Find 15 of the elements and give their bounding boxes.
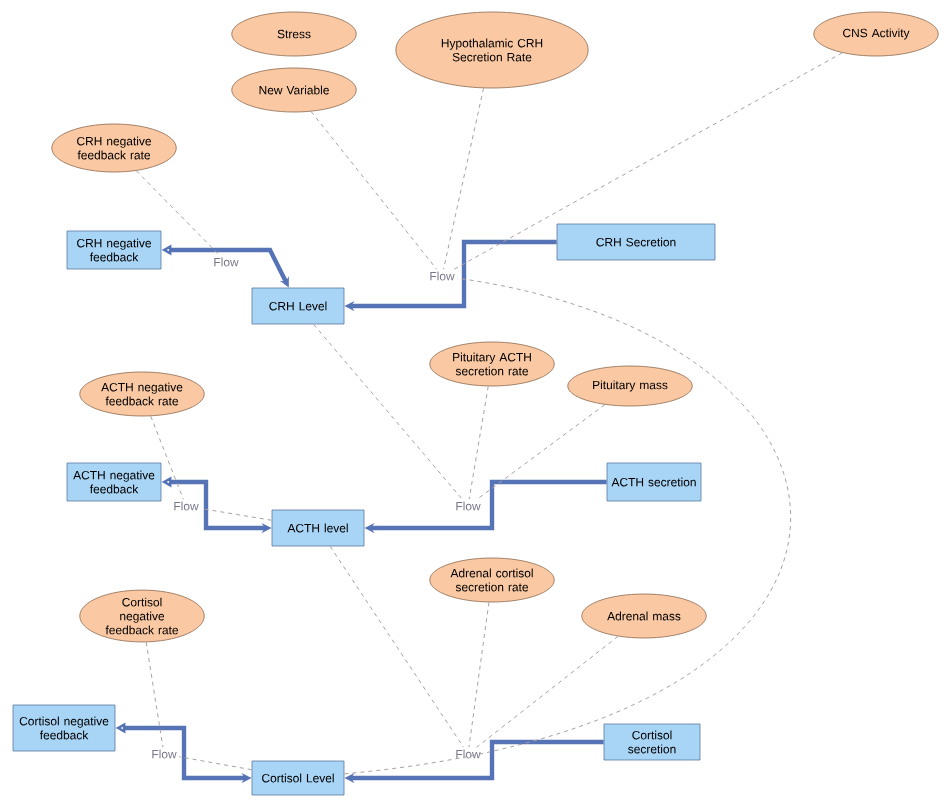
link-line — [178, 756, 253, 771]
link-line — [343, 277, 791, 775]
link-line — [135, 170, 220, 256]
link-line — [468, 601, 490, 748]
link-line — [145, 641, 164, 748]
link-line — [453, 52, 843, 270]
link-line — [310, 111, 438, 270]
link-line — [476, 635, 619, 748]
link-line — [313, 323, 463, 500]
link-line — [476, 404, 606, 500]
link-line — [329, 545, 464, 748]
link-line — [150, 415, 184, 500]
link-line — [468, 385, 489, 500]
link-line — [200, 508, 273, 521]
link-line — [443, 87, 485, 270]
